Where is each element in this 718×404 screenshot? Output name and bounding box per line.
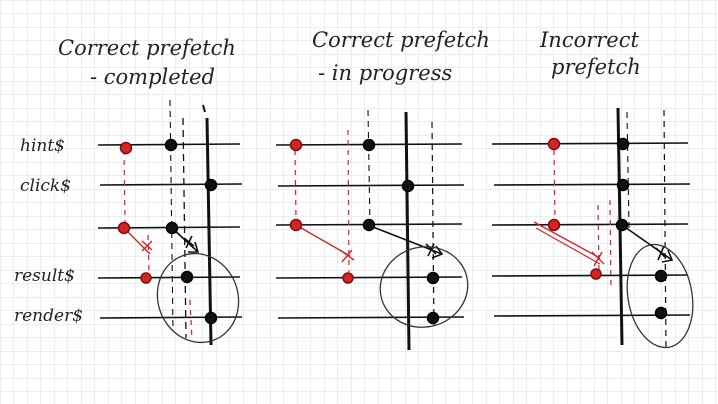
row-label-render: render$	[14, 306, 83, 326]
panel-1-dashed-line	[182, 117, 187, 339]
panel-1-cancel-mark	[141, 240, 153, 252]
panel-1-hint-dot	[164, 138, 178, 152]
panel-1-now-line	[205, 117, 213, 346]
panel-2-click-dot	[401, 179, 415, 193]
panel-3-result-dot	[654, 269, 668, 283]
panel-2-request-arrow	[367, 224, 443, 255]
panel-1-request-dot	[165, 221, 179, 235]
panel-2-request-prefetch-dot	[289, 218, 303, 232]
panel-3-result-prefetch-dot	[590, 268, 602, 280]
panel-3-title-line-2: prefetch	[551, 55, 641, 79]
panel-2-title-line-2: - in progress	[318, 61, 452, 85]
panel-3-result-highlight-circle	[626, 243, 694, 349]
panel-2-request-dot	[362, 218, 376, 232]
panel-3-hint-dot	[616, 137, 630, 151]
panel-2-title-line-1: Correct prefetch	[312, 28, 490, 52]
panel-2-now-line	[404, 111, 411, 351]
panel-3-request-dot	[615, 218, 629, 232]
panel-2-dashed-line	[431, 121, 435, 329]
panel-3-render-dot	[654, 306, 668, 320]
panel-1-result-dot	[180, 270, 194, 284]
panel-1-title-line-1: Correct prefetch	[58, 36, 236, 60]
panel-3-cancel-mark	[591, 251, 605, 267]
panel-2-cancel-mark	[339, 249, 355, 263]
panel-1-request-prefetch-dot	[117, 221, 131, 235]
row-label-click: click$	[20, 176, 71, 196]
panel-1-result-highlight-circle	[156, 252, 240, 344]
panel-2-hint-prefetch-dot	[289, 138, 303, 152]
panel-1-title-line-2: - completed	[90, 65, 215, 89]
panel-2-result-highlight-circle	[379, 246, 469, 328]
panel-2-result-prefetch-dot	[342, 272, 354, 284]
panel-1-click-dot	[204, 178, 218, 192]
panel-1-result-prefetch-dot	[140, 272, 152, 284]
panel-3-hint-prefetch-dot	[547, 137, 561, 151]
panel-3-prefetch-arrow	[533, 221, 601, 259]
row-label-hint: hint$	[20, 136, 65, 156]
panel-1-render-dot	[204, 311, 218, 325]
panel-2-result-dot	[426, 271, 440, 285]
panel-3-click-dot	[616, 178, 630, 192]
panel-3-request-arrow	[621, 224, 673, 261]
panel-3-title-line-1: Incorrect	[539, 28, 639, 52]
row-label-result: result$	[14, 266, 75, 286]
panel-2-render-dot	[426, 311, 440, 325]
panel-1-hint-prefetch-dot	[119, 141, 133, 155]
panel-2-hint-dot	[362, 138, 376, 152]
panel-3-request-prefetch-dot	[547, 218, 561, 232]
